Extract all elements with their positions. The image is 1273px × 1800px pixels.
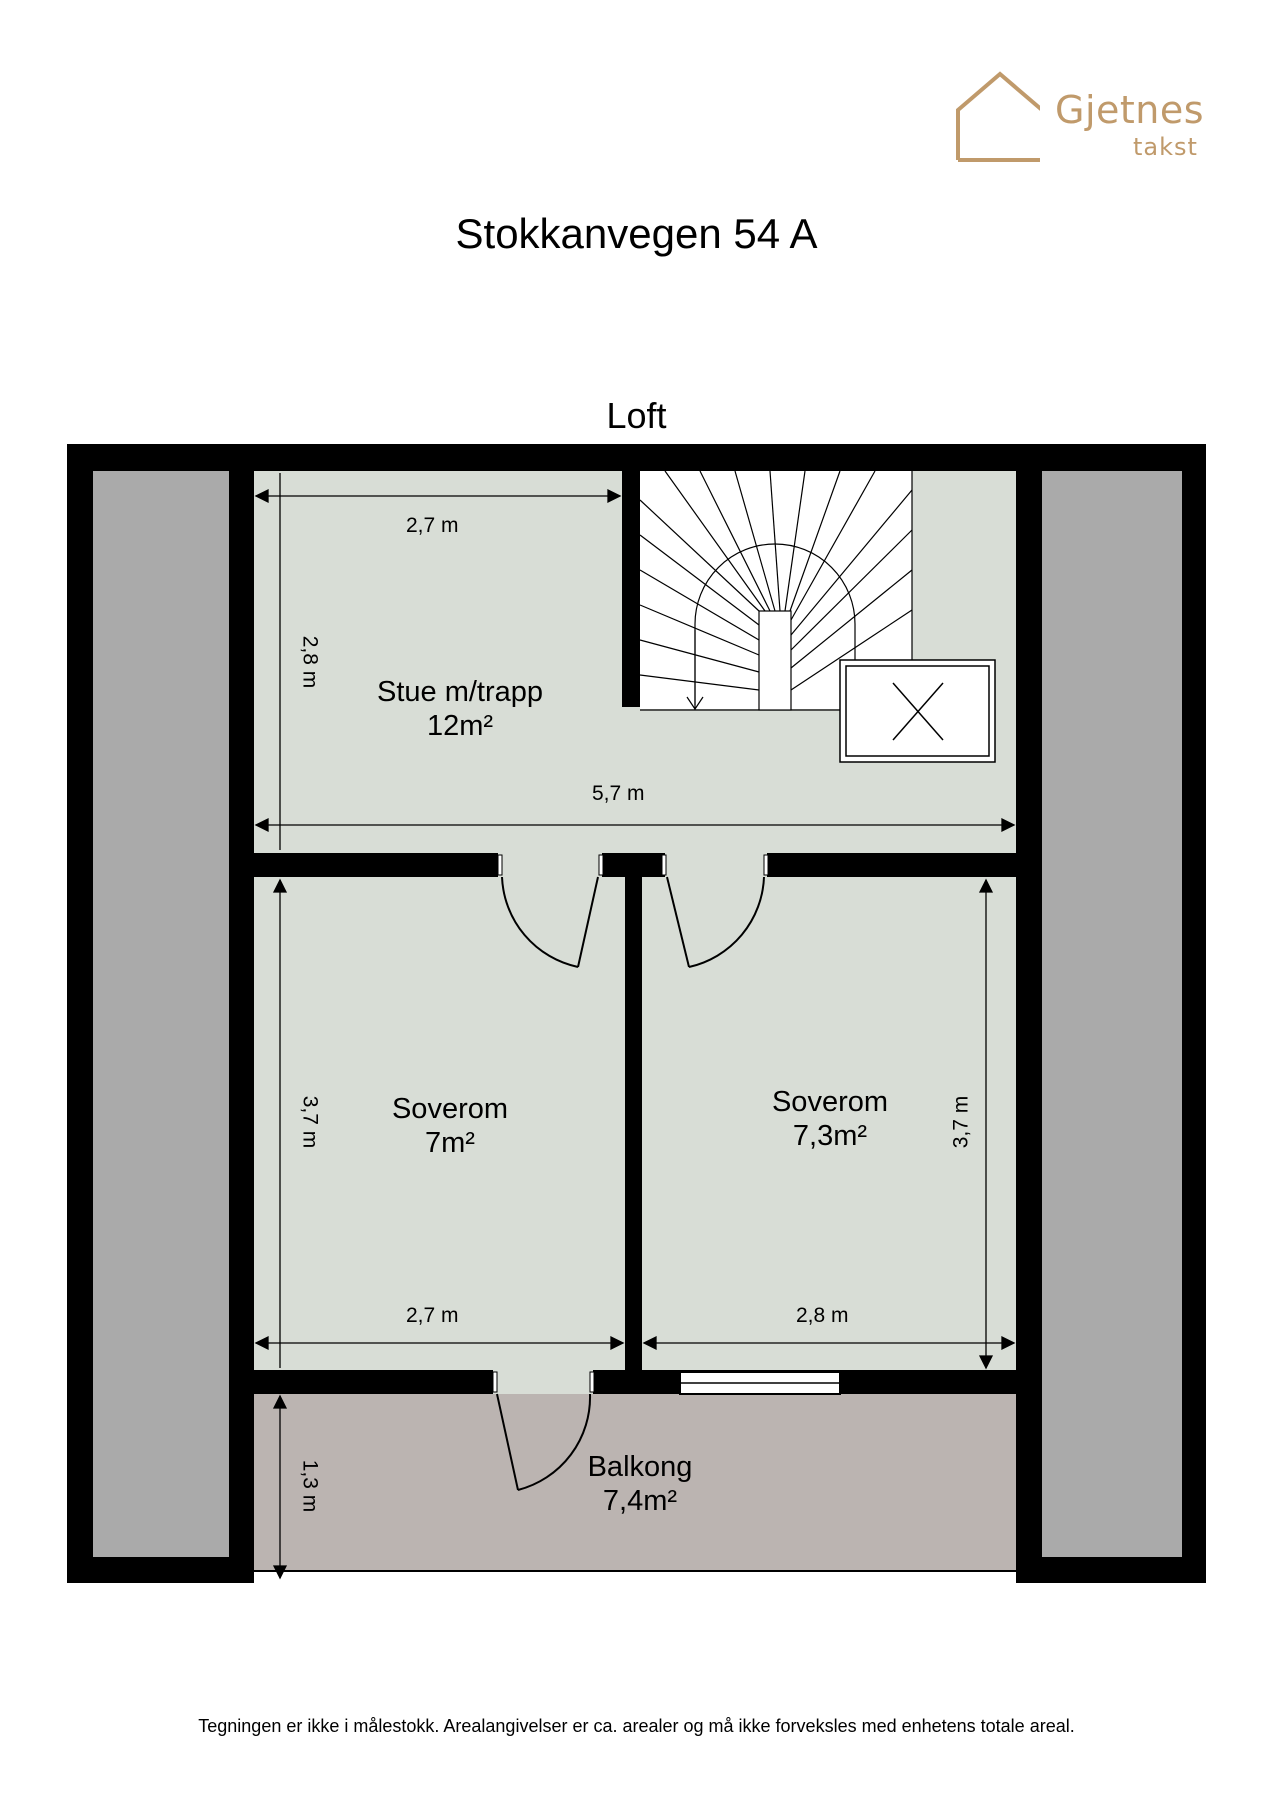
low-ceiling-area-right (1042, 471, 1182, 1557)
company-logo: Gjetnes takst (950, 70, 1220, 170)
room-name: Soverom (391, 1093, 509, 1125)
room-area: 7m² (425, 1127, 475, 1159)
logo-name: Gjetnes (1055, 88, 1205, 132)
dim-stue-depth: 2,8 m (298, 635, 322, 689)
dim-soverom-right-width: 2,8 m (796, 1304, 849, 1327)
room-soverom-left: Soverom 7m² (340, 1092, 560, 1160)
door-soverom-left (501, 876, 599, 968)
soverom-right-floor (642, 877, 1016, 1370)
door-balkong (496, 1393, 592, 1491)
dim-soverom-right-depth: 3,7 m (949, 1095, 973, 1149)
room-area: 12m² (426, 710, 494, 742)
dim-soverom-left-depth: 3,7 m (298, 1095, 322, 1149)
logo-subtitle: takst (1133, 133, 1198, 161)
room-area: 7,4m² (602, 1485, 678, 1517)
balkong-floor (254, 1394, 1016, 1580)
room-name: Soverom (771, 1086, 889, 1118)
dim-soverom-left-width: 2,7 m (406, 1304, 459, 1327)
room-balkong: Balkong 7,4m² (530, 1450, 750, 1518)
room-soverom-right: Soverom 7,3m² (720, 1085, 940, 1153)
room-stue: Stue m/trapp 12m² (330, 675, 590, 743)
dimension-lines (254, 473, 1016, 1580)
soverom-left-floor (254, 877, 625, 1370)
low-ceiling-area-left (93, 471, 229, 1557)
door-soverom-right (666, 876, 765, 968)
balcony-wall (254, 1370, 1016, 1394)
room-name: Balkong (587, 1451, 693, 1483)
page-title: Stokkanvegen 54 A (455, 210, 818, 257)
stair-wall (622, 471, 640, 707)
skylight (839, 659, 996, 763)
room-name: Stue m/trapp (376, 676, 544, 708)
dim-stue-width: 2,7 m (406, 514, 459, 537)
disclaimer-text: Tegningen er ikke i målestokk. Arealangi… (198, 1716, 1075, 1736)
dim-balkong-depth: 1,3 m (298, 1459, 322, 1513)
balkong-open-edge (254, 1570, 1016, 1588)
dim-total-width: 5,7 m (592, 782, 645, 805)
room-area: 7,3m² (792, 1120, 868, 1152)
floor-level-label: Loft (606, 395, 667, 436)
house-outline-icon (956, 71, 1040, 162)
bedroom-partition-wall (625, 853, 642, 1394)
